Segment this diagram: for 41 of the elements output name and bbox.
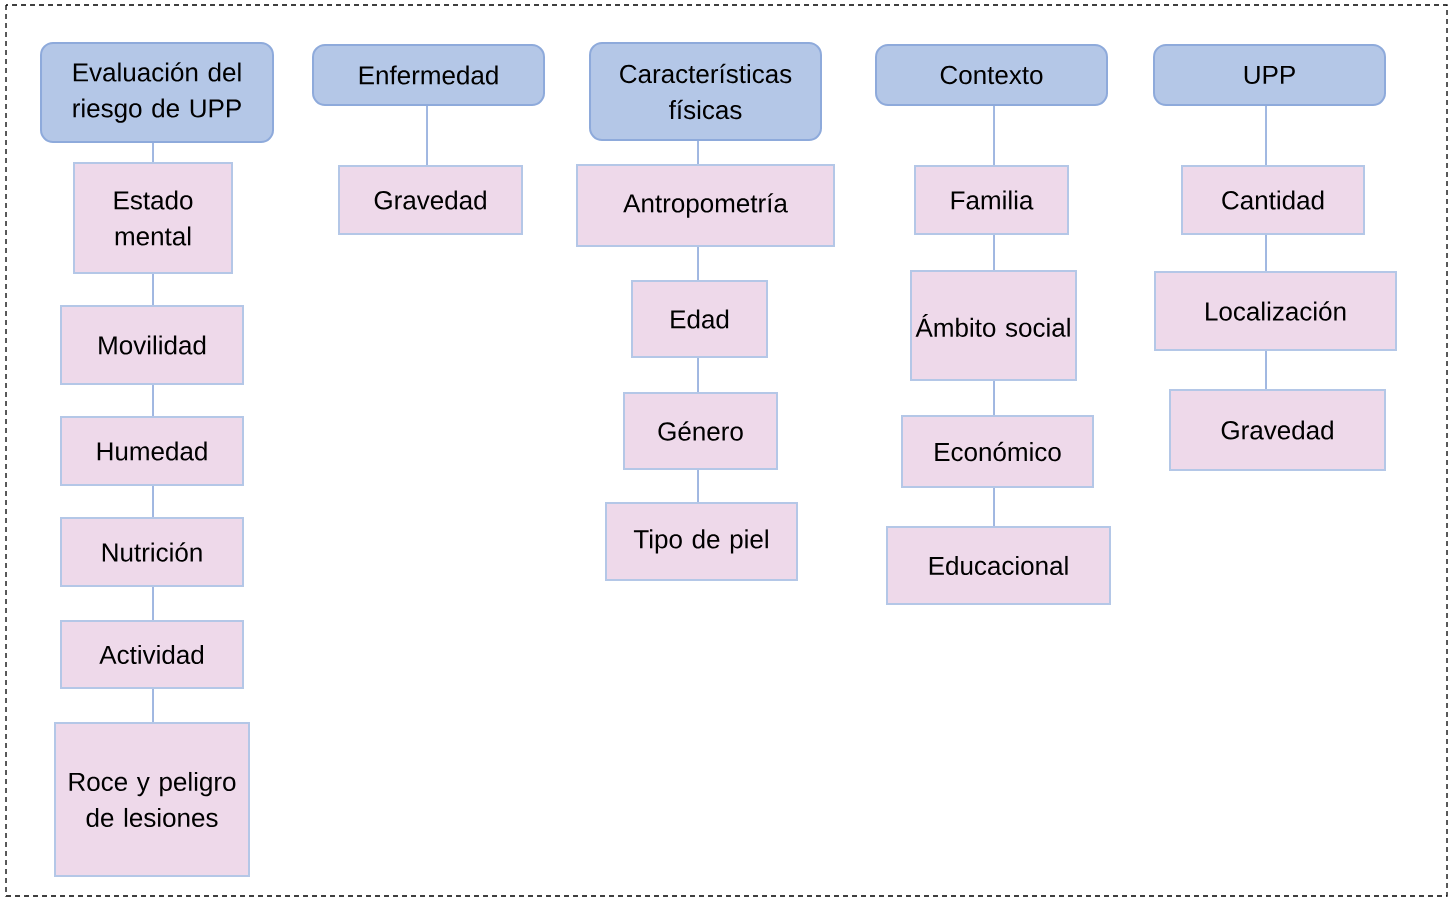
item-box: Edad [631, 280, 768, 358]
item-box: Roce y peligro de lesiones [54, 722, 250, 877]
item-box: Educacional [886, 526, 1111, 605]
item-box: Ámbito social [910, 270, 1077, 381]
item-box: Nutrición [60, 517, 244, 587]
item-box: Cantidad [1181, 165, 1365, 235]
connector-line [993, 105, 995, 166]
connector-line [1265, 105, 1267, 166]
connector-line [993, 487, 995, 527]
connector-line [152, 688, 154, 723]
connector-line [697, 140, 699, 165]
item-box: Gravedad [1169, 389, 1386, 471]
item-box: Estado mental [73, 162, 233, 274]
category-box: Características físicas [589, 42, 822, 141]
category-box: Contexto [875, 44, 1108, 106]
connector-line [697, 246, 699, 281]
connector-line [152, 485, 154, 518]
connector-line [993, 380, 995, 416]
item-box: Actividad [60, 620, 244, 689]
item-box: Económico [901, 415, 1094, 488]
connector-line [697, 469, 699, 503]
connector-line [152, 384, 154, 417]
item-box: Localización [1154, 271, 1397, 351]
item-box: Tipo de piel [605, 502, 798, 581]
connector-line [152, 586, 154, 621]
category-box: UPP [1153, 44, 1386, 106]
connector-line [1265, 234, 1267, 272]
connector-line [152, 273, 154, 306]
item-box: Género [623, 392, 778, 470]
connector-line [426, 105, 428, 166]
item-box: Movilidad [60, 305, 244, 385]
item-box: Familia [914, 165, 1069, 235]
connector-line [1265, 350, 1267, 390]
category-box: Evaluación del riesgo de UPP [40, 42, 274, 143]
item-box: Gravedad [338, 165, 523, 235]
item-box: Antropometría [576, 164, 835, 247]
category-box: Enfermedad [312, 44, 545, 106]
connector-line [697, 357, 699, 393]
connector-line [152, 142, 154, 163]
item-box: Humedad [60, 416, 244, 486]
connector-line [993, 234, 995, 271]
